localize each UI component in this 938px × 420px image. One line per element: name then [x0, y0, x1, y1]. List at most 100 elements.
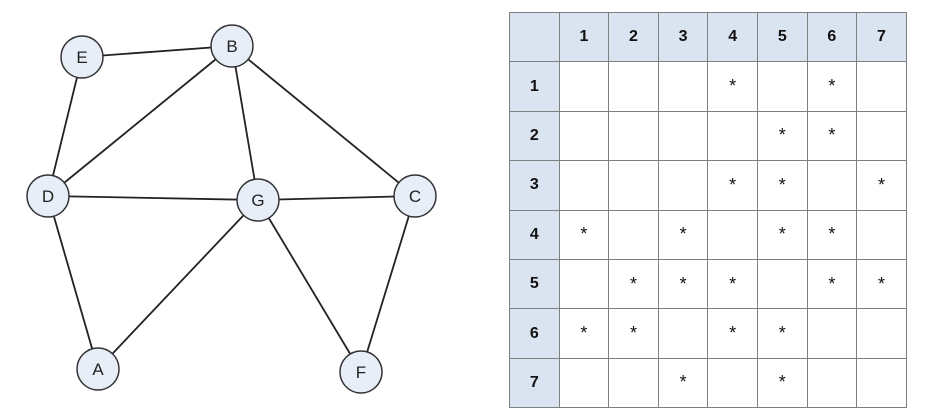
edge-D-G: [47, 195, 259, 201]
node-circle: [393, 174, 437, 218]
matrix-cell: [558, 110, 610, 162]
column-header: 7: [856, 11, 907, 63]
matrix-corner-cell: [509, 11, 560, 63]
matrix-cell: [756, 61, 808, 112]
graph-edges: [47, 45, 416, 373]
node-D: D: [26, 174, 70, 218]
matrix-cell: *: [707, 258, 758, 310]
matrix-cell: [707, 110, 758, 162]
matrix-cell: *: [756, 308, 808, 359]
matrix-cell: [856, 357, 907, 409]
matrix-cell: [608, 209, 659, 260]
matrix-cell: *: [558, 209, 610, 260]
matrix-cell: [657, 308, 709, 359]
edge-G-A: [97, 199, 259, 370]
matrix-cell: *: [707, 61, 758, 112]
edge-E-B: [81, 45, 233, 58]
matrix-cell: [608, 110, 659, 162]
matrix-cell: [756, 258, 808, 310]
row-header: 4: [509, 209, 560, 260]
matrix-cell: [608, 61, 659, 112]
matrix-cell: *: [707, 308, 758, 359]
edge-G-C: [257, 195, 416, 201]
node-circle: [236, 178, 280, 222]
matrix-cell: *: [806, 61, 858, 112]
node-label: B: [226, 37, 237, 56]
matrix-cell: *: [608, 308, 659, 359]
matrix-cell: *: [756, 110, 808, 162]
matrix-cell: *: [756, 160, 808, 211]
matrix-row: 2**: [509, 110, 907, 162]
matrix-cell: *: [756, 357, 808, 409]
matrix-cell: [608, 160, 659, 211]
row-header: 1: [509, 61, 560, 112]
matrix-cell: [707, 209, 758, 260]
row-header: 5: [509, 258, 560, 310]
row-header: 3: [509, 160, 560, 211]
column-header: 6: [806, 11, 858, 63]
matrix-cell: [806, 357, 858, 409]
matrix-cell: [806, 160, 858, 211]
matrix-body: 1**2**3***4****5*****6****7**: [509, 61, 907, 409]
matrix-cell: *: [806, 209, 858, 260]
column-header: 3: [657, 11, 709, 63]
matrix-row: 5*****: [509, 258, 907, 310]
matrix-cell: *: [707, 160, 758, 211]
node-label: C: [409, 187, 421, 206]
matrix-cell: [806, 308, 858, 359]
node-circle: [76, 347, 120, 391]
column-header: 2: [608, 11, 659, 63]
matrix-cell: *: [756, 209, 808, 260]
edge-G-F: [257, 199, 362, 373]
graph-diagram: A B C D E F G: [26, 24, 437, 394]
matrix-cell: [657, 160, 709, 211]
edge-B-C: [231, 45, 416, 197]
node-G: G: [236, 178, 280, 222]
row-header: 2: [509, 110, 560, 162]
graph-nodes: A B C D E F G: [26, 24, 437, 394]
edge-B-G: [231, 45, 259, 201]
edge-D-A: [47, 195, 99, 370]
matrix-row: 6****: [509, 308, 907, 359]
node-F: F: [339, 350, 383, 394]
matrix-cell: *: [806, 258, 858, 310]
matrix-cell: [856, 110, 907, 162]
matrix-cell: [657, 61, 709, 112]
node-label: E: [76, 48, 87, 67]
node-circle: [26, 174, 70, 218]
matrix-cell: [558, 160, 610, 211]
column-header: 1: [558, 11, 610, 63]
matrix-cell: [558, 357, 610, 409]
matrix-cell: *: [657, 258, 709, 310]
row-header: 7: [509, 357, 560, 409]
matrix-cell: [657, 110, 709, 162]
column-header: 5: [756, 11, 808, 63]
node-circle: [339, 350, 383, 394]
matrix-row: 4****: [509, 209, 907, 260]
node-label: G: [251, 191, 264, 210]
matrix-cell: *: [657, 357, 709, 409]
matrix-cell: [558, 258, 610, 310]
node-A: A: [76, 347, 120, 391]
matrix-cell: [856, 308, 907, 359]
matrix-row: 3***: [509, 160, 907, 211]
row-header: 6: [509, 308, 560, 359]
matrix-cell: *: [608, 258, 659, 310]
matrix-cell: *: [856, 160, 907, 211]
node-label: A: [92, 360, 104, 379]
matrix-cell: [856, 61, 907, 112]
matrix-row: 1 * *: [509, 61, 907, 112]
node-circle: [60, 35, 104, 79]
node-E: E: [60, 35, 104, 79]
edge-C-F: [360, 195, 416, 373]
node-label: D: [42, 187, 54, 206]
matrix-cell: *: [856, 258, 907, 310]
node-B: B: [210, 24, 254, 68]
matrix-cell: [608, 357, 659, 409]
matrix-cell: *: [657, 209, 709, 260]
column-header: 4: [707, 11, 758, 63]
matrix-cell: [856, 209, 907, 260]
edge-E-D: [47, 56, 83, 197]
matrix-cell: [707, 357, 758, 409]
